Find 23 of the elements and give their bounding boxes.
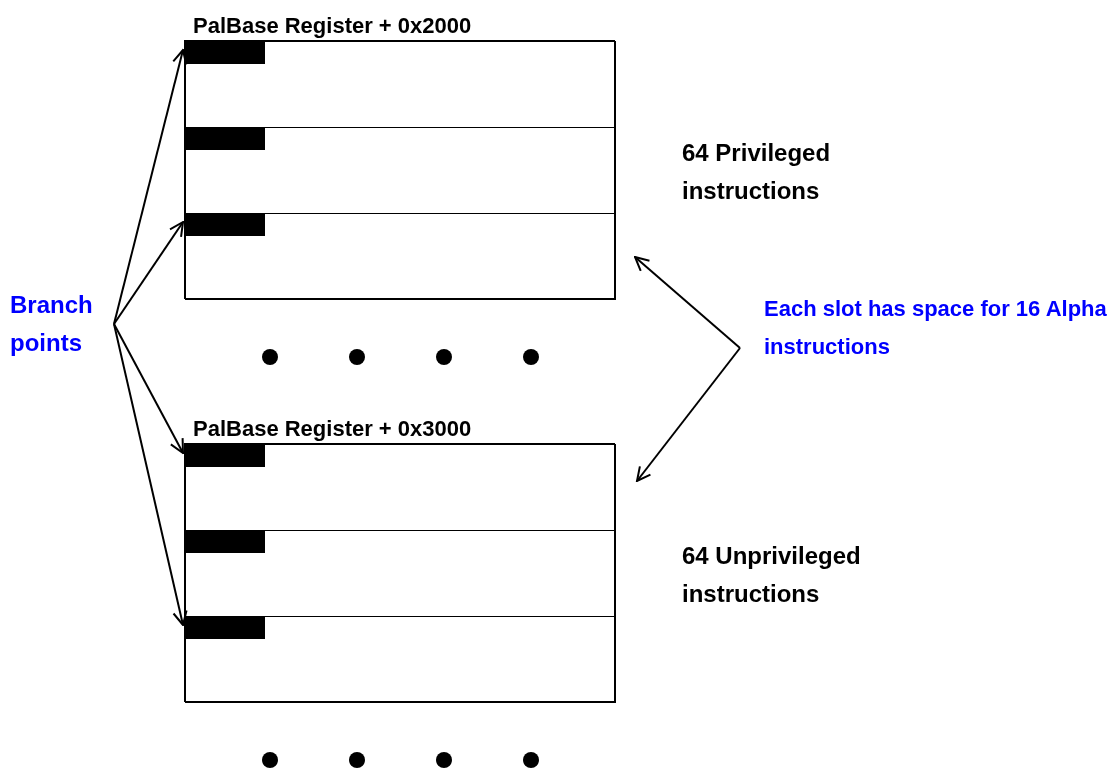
slot-box xyxy=(185,530,616,617)
region-note: 64 Unprivileged instructions xyxy=(682,541,862,609)
entry-point-bar xyxy=(186,531,265,553)
slot-box xyxy=(185,444,616,531)
region-note: 64 Privileged instructions xyxy=(682,138,832,206)
block-heading: PalBase Register + 0x3000 xyxy=(193,415,472,443)
arrow xyxy=(113,221,184,325)
slot-box xyxy=(185,616,616,703)
annotation-text: Branch points xyxy=(10,290,94,358)
arrow xyxy=(113,323,188,626)
block-heading: PalBase Register + 0x2000 xyxy=(193,12,472,40)
slot-box xyxy=(185,213,616,300)
entry-point-bar xyxy=(186,617,265,639)
arrow xyxy=(636,347,741,482)
arrow xyxy=(634,256,741,349)
entry-point-bar xyxy=(186,214,265,236)
entry-point-bar xyxy=(186,128,265,150)
annotation-text: Each slot has space for 16 Alpha instructions xyxy=(764,295,1108,361)
slot-box xyxy=(185,41,616,128)
entry-point-bar xyxy=(186,445,265,467)
entry-point-bar xyxy=(186,42,265,64)
arrow xyxy=(113,323,184,454)
slot-box xyxy=(185,127,616,214)
